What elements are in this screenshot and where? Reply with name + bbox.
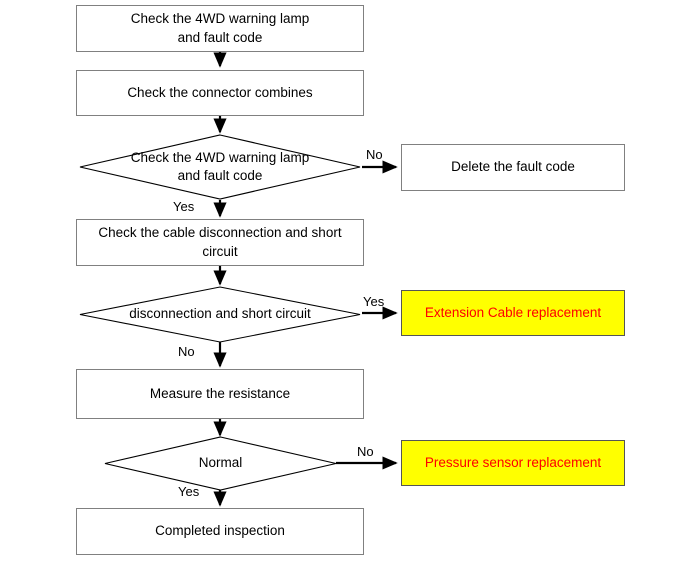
edge-label-yes-3: Yes: [178, 484, 200, 499]
node-text-line1: Pressure sensor replacement: [424, 454, 602, 470]
edge-label-no-1: No: [366, 147, 383, 162]
node-text-line1: Check the cable disconnection and short …: [98, 225, 342, 259]
node-completed-inspection[interactable]: Completed inspection: [76, 508, 364, 555]
node-check-cable[interactable]: Check the cable disconnection and short …: [76, 219, 364, 266]
decision-label: disconnection and short circuit: [80, 287, 360, 342]
diamond-shape: [79, 134, 361, 200]
node-delete-fault-code[interactable]: Delete the fault code: [401, 144, 625, 191]
node-label: Extension Cable replacement: [425, 304, 601, 322]
decision-text-line1: Check the 4WD warning lamp: [130, 149, 310, 165]
decision-check-warning-lamp[interactable]: Check the 4WD warning lamp and fault cod…: [79, 134, 361, 200]
node-check-warning-lamp[interactable]: Check the 4WD warning lamp and fault cod…: [76, 5, 364, 52]
node-label: Check the connector combines: [121, 84, 318, 102]
edge-label-no-2: No: [178, 344, 195, 359]
node-label: Completed inspection: [149, 522, 291, 540]
node-pressure-sensor-replacement[interactable]: Pressure sensor replacement: [401, 440, 625, 486]
node-extension-cable-replacement[interactable]: Extension Cable replacement: [401, 290, 625, 336]
decision-label: Check the 4WD warning lamp and fault cod…: [80, 135, 360, 199]
decision-label: Normal: [105, 437, 336, 490]
node-measure-resistance[interactable]: Measure the resistance: [76, 369, 364, 419]
node-label: Pressure sensor replacement: [425, 454, 601, 472]
diamond-shape: [104, 436, 337, 491]
node-text-line1: Check the connector combines: [127, 84, 313, 100]
diamond-shape: [79, 286, 361, 343]
node-label: Check the cable disconnection and short …: [77, 224, 363, 260]
edge-label-yes-1: Yes: [173, 199, 195, 214]
decision-text-line2: and fault code: [177, 168, 263, 183]
node-text-line2: and fault code: [177, 29, 263, 45]
node-check-connector-combines[interactable]: Check the connector combines: [76, 70, 364, 116]
node-text-line1: Completed inspection: [155, 523, 285, 539]
node-label: Measure the resistance: [144, 385, 296, 403]
edge-label-no-3: No: [357, 444, 374, 459]
decision-disconnection-short-circuit[interactable]: disconnection and short circuit: [79, 286, 361, 343]
node-label: Check the 4WD warning lamp and fault cod…: [125, 10, 316, 46]
node-text-line1: Delete the fault code: [451, 159, 575, 175]
decision-text-line1: disconnection and short circuit: [129, 306, 311, 322]
node-text-line1: Measure the resistance: [149, 385, 291, 401]
edge-label-yes-2: Yes: [363, 294, 385, 309]
decision-normal[interactable]: Normal: [104, 436, 337, 491]
node-text-line1: Extension Cable replacement: [424, 304, 602, 320]
node-text-line1: Check the 4WD warning lamp: [130, 11, 310, 27]
decision-text-line1: Normal: [198, 455, 243, 471]
node-label: Delete the fault code: [445, 158, 581, 176]
